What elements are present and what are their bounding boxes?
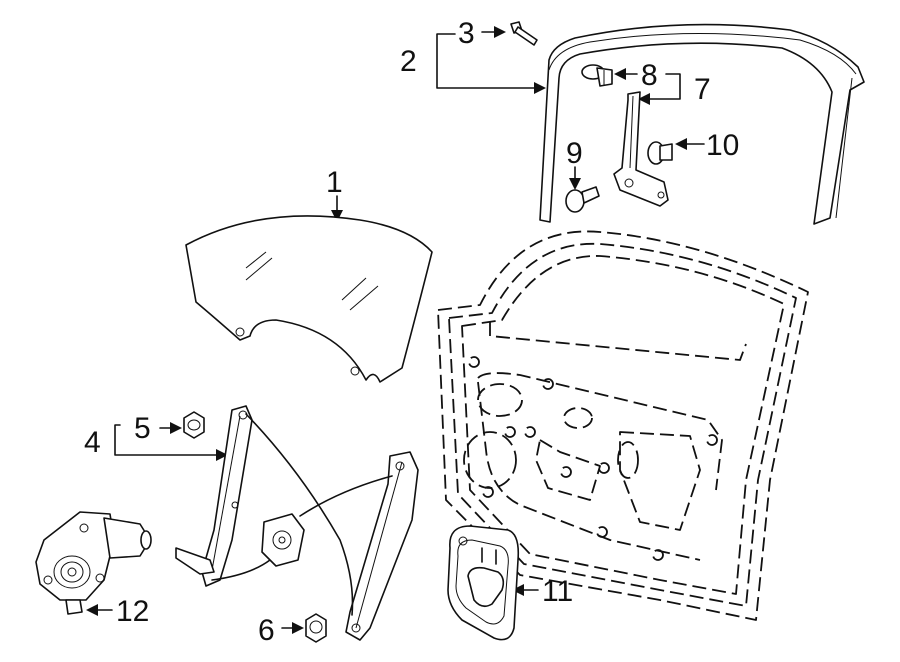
callout-9: 9 [566,137,583,170]
callout-11: 11 [542,575,573,608]
window-motor-part-12 [35,511,152,615]
callout-5: 5 [134,412,151,445]
access-cover-part-11 [447,525,520,641]
callout-3: 3 [458,17,475,50]
callout-leaders [86,26,705,634]
callout-4: 4 [84,426,101,459]
callout-8: 8 [641,59,658,92]
window-regulator-part-4 [175,405,419,641]
window-run-channel-part-2 [539,23,865,225]
push-pin-part-10 [647,141,673,165]
nut-part-5 [183,411,205,439]
callout-10: 10 [706,129,739,162]
bolt-part-3 [510,21,538,46]
clip-part-8 [581,64,613,87]
callout-6: 6 [258,614,275,647]
door-glass-part-1 [185,215,433,383]
callout-labels: 1 2 3 4 5 6 7 8 9 10 11 12 [84,17,739,647]
nut-part-6 [305,613,327,643]
callout-2: 2 [400,45,417,78]
screw-part-9 [565,186,600,213]
callout-7: 7 [694,73,711,106]
glass-guide-part-7 [613,91,669,207]
callout-1: 1 [326,166,343,199]
door-inner-panel [437,230,809,621]
callout-12: 12 [116,595,149,628]
